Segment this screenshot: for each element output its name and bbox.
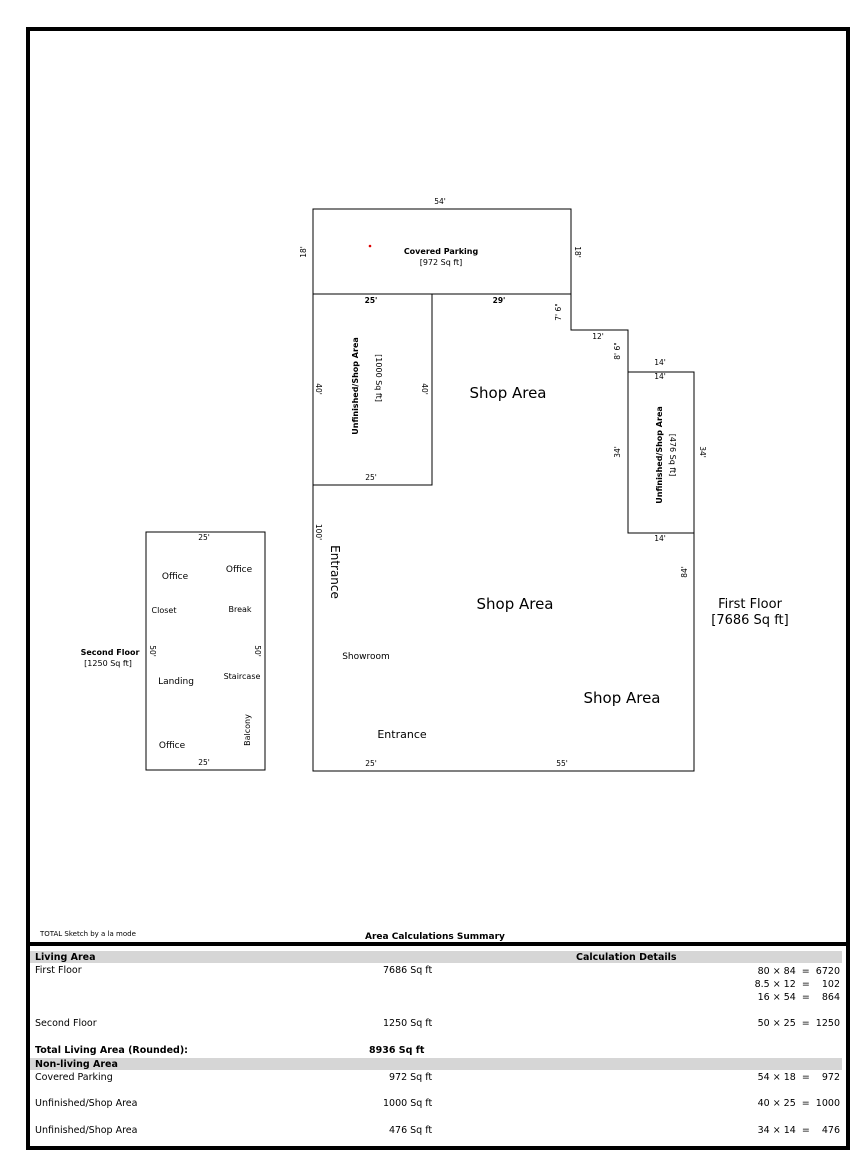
row-covered-parking-area: 972 Sq ft <box>389 1072 433 1083</box>
row-covered-parking-name: Covered Parking <box>35 1072 113 1083</box>
room-office-1: Office <box>162 572 189 582</box>
shop-area-label-2: Shop Area <box>476 595 553 613</box>
row-first-floor-name: First Floor <box>35 965 82 976</box>
row-unfinished-2-name: Unfinished/Shop Area <box>35 1125 138 1136</box>
entrance-horizontal-label: Entrance <box>377 728 427 741</box>
row-unfinished-2-area: 476 Sq ft <box>389 1125 433 1136</box>
unf1-dim-left: 40' <box>314 383 323 395</box>
room-office-3: Office <box>159 741 186 751</box>
software-credit: TOTAL Sketch by a la mode <box>40 930 136 938</box>
row-first-floor-area: 7686 Sq ft <box>383 965 433 976</box>
room-staircase: Staircase <box>224 672 261 681</box>
row-covered-parking-calc: 54 × 18 = 972 <box>757 1072 840 1083</box>
room-landing: Landing <box>158 677 194 687</box>
dim-14-inner: 14' <box>654 372 666 381</box>
room-balcony: Balcony <box>243 714 252 746</box>
shop-area-label-1: Shop Area <box>469 384 546 402</box>
floor-plan-sketch: 54' 18' 18' 25' 29' 7' 6" 12' 8' 6" 14' … <box>81 197 789 772</box>
sf-dim-top: 25' <box>198 533 210 542</box>
dim-29: 29' <box>493 296 506 305</box>
row-unfinished-1-calc: 40 × 25 = 1000 <box>757 1098 840 1109</box>
unfinished-1-title: Unfinished/Shop Area <box>351 337 360 435</box>
living-area-band <box>30 951 842 963</box>
second-floor-outline <box>145 531 266 771</box>
row-second-floor-calc: 50 × 25 = 1250 <box>757 1018 840 1029</box>
row-unfinished-1-name: Unfinished/Shop Area <box>35 1098 138 1109</box>
first-floor-title: First Floor <box>718 597 782 612</box>
dim-34-right: 34' <box>698 446 707 458</box>
second-floor-title: Second Floor <box>81 648 140 657</box>
entrance-vertical-label: Entrance <box>328 545 342 599</box>
parking-dim-top: 54' <box>434 197 446 206</box>
summary-divider <box>26 942 850 946</box>
unfinished-shop-1-outline <box>312 293 433 486</box>
dim-84: 84' <box>680 566 689 578</box>
calc-details-header: Calculation Details <box>576 952 677 963</box>
nonliving-band <box>30 1058 842 1070</box>
total-living-label: Total Living Area (Rounded): <box>35 1045 188 1056</box>
room-break: Break <box>228 605 251 614</box>
shop-area-label-3: Shop Area <box>583 689 660 707</box>
unfinished-1-area: [1000 Sq ft] <box>374 354 383 402</box>
dim-7-6: 7' 6" <box>554 303 563 320</box>
room-office-2: Office <box>226 565 253 575</box>
row-first-floor-calc: 80 × 84 = 6720 8.5 × 12 = 102 16 × 54 = … <box>754 966 840 1003</box>
dim-100: 100' <box>314 524 323 540</box>
covered-parking-outline <box>312 208 572 295</box>
dim-8-6: 8' 6" <box>613 342 622 359</box>
second-floor-area: [1250 Sq ft] <box>84 659 132 668</box>
dim-14-outer: 14' <box>654 358 666 367</box>
page-frame <box>26 27 850 1150</box>
room-closet: Closet <box>152 606 177 615</box>
row-unfinished-1-area: 1000 Sq ft <box>383 1098 433 1109</box>
unf1-dim-right: 40' <box>420 383 429 395</box>
dim-12: 12' <box>592 332 604 341</box>
marker-dot <box>368 244 372 248</box>
dim-25: 25' <box>365 296 378 305</box>
unfinished-shop-2-outline <box>627 371 695 534</box>
sf-dim-bottom: 25' <box>198 758 210 767</box>
total-living-value: 8936 Sq ft <box>369 1045 425 1056</box>
unfinished-2-title: Unfinished/Shop Area <box>655 406 664 504</box>
first-floor-area: [7686 Sq ft] <box>711 613 788 628</box>
sf-dim-right: 50' <box>253 645 262 657</box>
nonliving-header: Non-living Area <box>35 1059 118 1070</box>
row-unfinished-2-calc: 34 × 14 = 476 <box>757 1125 840 1136</box>
covered-parking-title: Covered Parking <box>404 247 479 256</box>
dim-34-left: 34' <box>613 446 622 458</box>
parking-dim-left: 18' <box>299 246 308 258</box>
showroom-label: Showroom <box>342 652 390 662</box>
dim-55: 55' <box>556 759 568 768</box>
dim-25-bottom: 25' <box>365 759 377 768</box>
living-area-header: Living Area <box>35 952 96 963</box>
parking-dim-right: 18' <box>573 246 582 258</box>
sf-dim-left: 50' <box>148 645 157 657</box>
covered-parking-area: [972 Sq ft] <box>420 258 463 267</box>
row-second-floor-area: 1250 Sq ft <box>383 1018 433 1029</box>
summary-title: Area Calculations Summary <box>365 932 505 942</box>
dim-14-bottom: 14' <box>654 534 666 543</box>
unfinished-2-area: [476 Sq ft] <box>668 434 677 477</box>
row-second-floor-name: Second Floor <box>35 1018 97 1029</box>
unf1-dim-bottom: 25' <box>365 473 377 482</box>
